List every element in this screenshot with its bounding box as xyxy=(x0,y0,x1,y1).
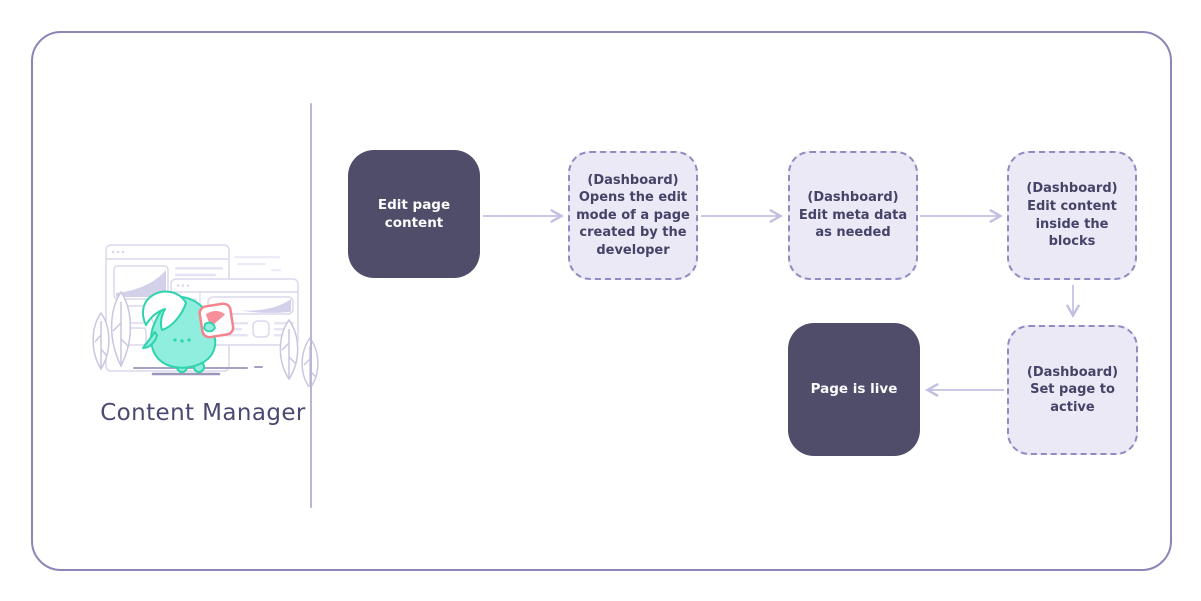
flow-node-set-page-active: (Dashboard) Set page to active xyxy=(1007,325,1138,455)
vertical-divider xyxy=(310,103,312,508)
diagram-title: Content Manager xyxy=(100,400,306,426)
flow-node-page-is-live: Page is live xyxy=(788,323,920,456)
ground-lines-icon xyxy=(133,366,263,376)
flow-node-edit-meta-data: (Dashboard) Edit meta data as needed xyxy=(788,151,918,280)
mascot-icon xyxy=(141,290,235,373)
speed-lines-icon xyxy=(234,256,281,272)
flow-node-edit-page-content: Edit page content xyxy=(348,150,480,278)
plant-right-icon xyxy=(279,318,319,387)
flow-node-open-edit-mode: (Dashboard) Opens the edit mode of a pag… xyxy=(568,151,698,280)
diagram-frame: Content Manager xyxy=(31,31,1172,571)
flow-node-edit-content-blocks: (Dashboard) Edit content inside the bloc… xyxy=(1007,151,1137,280)
pink-card-icon xyxy=(198,302,235,339)
content-manager-illustration xyxy=(92,244,319,387)
plant-left-icon xyxy=(92,290,132,371)
